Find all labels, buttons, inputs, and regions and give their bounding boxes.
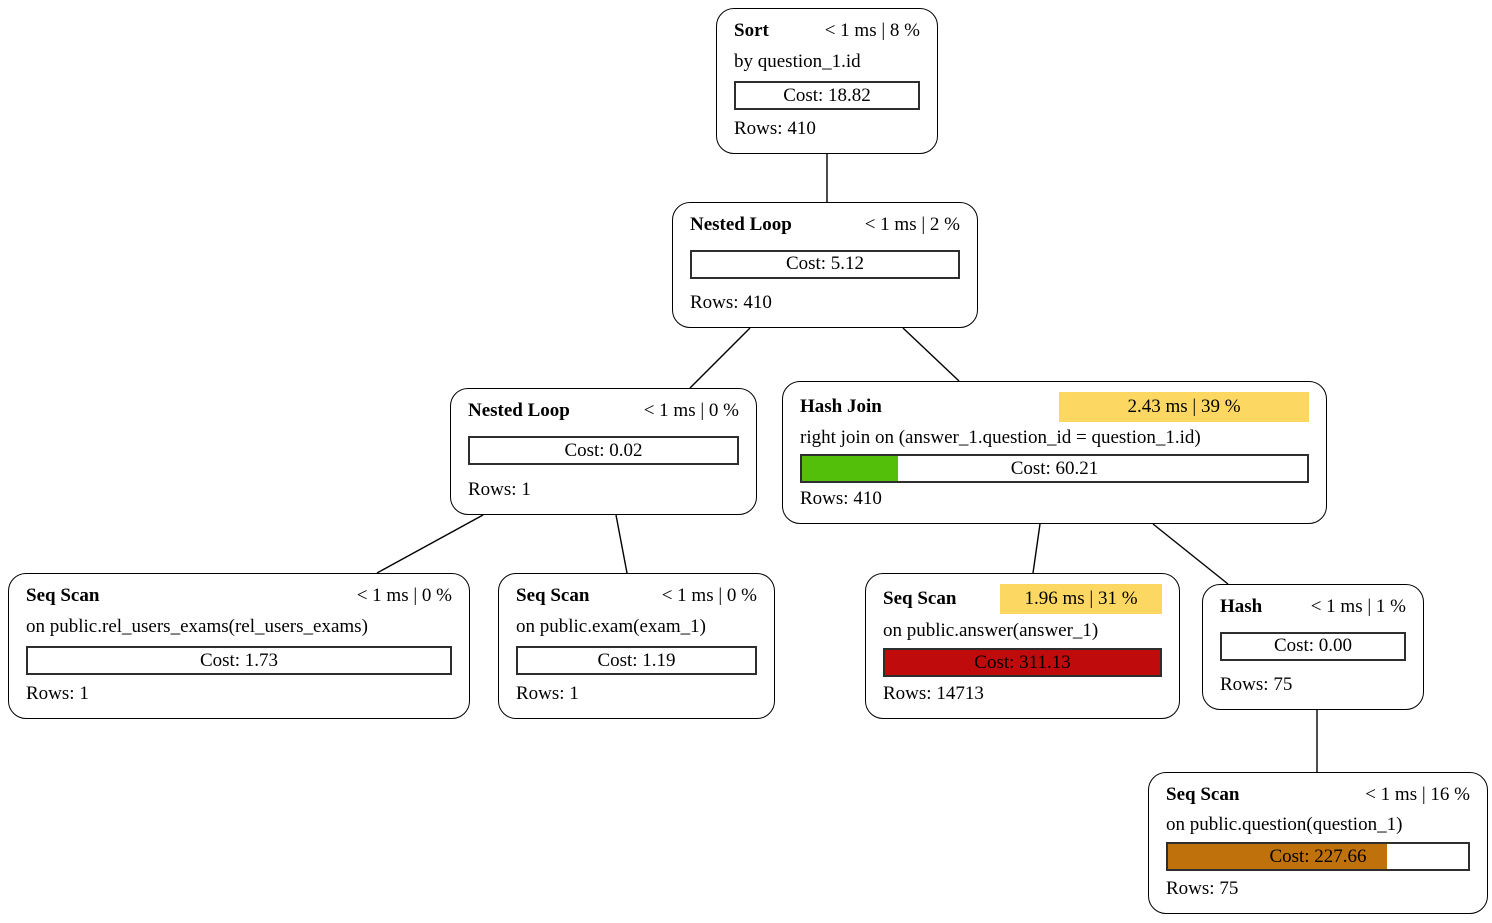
node-time: < 1 ms | 8 % [824,20,920,41]
cost-label: Cost: 1.19 [597,649,676,671]
node-rows: Rows: 14713 [883,683,984,705]
node-title: Hash Join [800,396,882,417]
node-title: Seq Scan [516,585,590,606]
plan-node-seq-scan-rel-users-exams: Seq Scan < 1 ms | 0 % on public.rel_user… [8,573,470,719]
node-rows: Rows: 75 [1166,878,1239,900]
node-detail: by question_1.id [734,51,861,72]
cost-fill [1168,844,1387,870]
cost-bar: Cost: 1.73 [26,646,452,675]
cost-bar: Cost: 60.21 [800,454,1309,483]
node-title-row: Seq Scan < 1 ms | 0 % [26,584,452,608]
node-time: < 1 ms | 1 % [1310,596,1406,617]
node-title-row: Nested Loop < 1 ms | 2 % [690,213,960,237]
node-title: Sort [734,20,769,41]
cost-label: Cost: 0.02 [564,439,643,461]
node-title-row: Seq Scan < 1 ms | 0 % [516,584,757,608]
edge-hashjoin-hash [1152,523,1229,585]
node-rows: Rows: 1 [26,683,89,705]
plan-node-sort: Sort < 1 ms | 8 % by question_1.id Cost:… [716,8,938,154]
node-time: < 1 ms | 0 % [356,585,452,606]
cost-bar: Cost: 5.12 [690,249,960,279]
cost-label: Cost: 18.82 [783,84,871,106]
plan-node-hash: Hash < 1 ms | 1 % Cost: 0.00 Rows: 75 [1202,584,1424,710]
node-rows: Rows: 410 [690,292,772,314]
cost-label: Cost: 227.66 [1269,845,1367,867]
edge-hashjoin-answer [1032,523,1041,574]
cost-label: Cost: 0.00 [1273,635,1353,657]
plan-node-hash-join: Hash Join 2.43 ms | 39 % right join on (… [782,381,1327,524]
node-detail: on public.exam(exam_1) [516,616,706,637]
edge-nestedloop1-hashjoin [902,327,960,382]
node-title: Nested Loop [468,400,570,421]
node-detail: on public.question(question_1) [1166,813,1403,835]
node-rows: Rows: 75 [1220,674,1293,696]
node-time: < 1 ms | 16 % [1365,784,1470,805]
cost-label: Cost: 5.12 [785,253,865,275]
plan-node-seq-scan-question: Seq Scan < 1 ms | 16 % on public.questio… [1148,772,1488,914]
edge-nestedloop2-exam [615,514,628,574]
cost-bar: Cost: 227.66 [1166,842,1470,872]
plan-node-nested-loop-1: Nested Loop < 1 ms | 2 % Cost: 5.12 Rows… [672,202,978,328]
node-title-row: Hash Join 2.43 ms | 39 % [800,392,1309,422]
node-time: < 1 ms | 0 % [643,400,739,421]
cost-bar: Cost: 311.13 [883,648,1162,677]
node-title-row: Sort < 1 ms | 8 % [734,19,920,43]
node-title-row: Seq Scan < 1 ms | 16 % [1166,783,1470,807]
node-detail: on public.answer(answer_1) [883,620,1099,641]
cost-fill [802,456,898,481]
node-title-row: Hash < 1 ms | 1 % [1220,595,1406,619]
node-title: Seq Scan [1166,784,1240,805]
cost-bar: Cost: 1.19 [516,646,757,675]
node-rows: Rows: 410 [800,488,882,510]
edge-nestedloop1-nestedloop2 [689,327,751,389]
cost-fill [885,650,1160,675]
plan-node-nested-loop-2: Nested Loop < 1 ms | 0 % Cost: 0.02 Rows… [450,388,757,515]
cost-label: Cost: 60.21 [1010,457,1099,479]
node-time: < 1 ms | 0 % [661,585,757,606]
cost-label: Cost: 1.73 [199,649,279,671]
node-detail: on public.rel_users_exams(rel_users_exam… [26,616,368,637]
node-title: Seq Scan [883,588,957,609]
edge-nestedloop2-relusersexams [376,514,484,574]
node-title: Nested Loop [690,214,792,235]
node-title-row: Seq Scan 1.96 ms | 31 % [883,584,1162,614]
plan-node-seq-scan-exam: Seq Scan < 1 ms | 0 % on public.exam(exa… [498,573,775,719]
cost-label: Cost: 311.13 [974,651,1071,673]
node-title-row: Nested Loop < 1 ms | 0 % [468,399,739,423]
node-rows: Rows: 410 [734,118,816,140]
cost-bar: Cost: 18.82 [734,81,920,110]
cost-bar: Cost: 0.02 [468,436,739,465]
node-time: 2.43 ms | 39 % [1059,392,1309,422]
plan-node-seq-scan-answer: Seq Scan 1.96 ms | 31 % on public.answer… [865,573,1180,719]
node-title: Hash [1220,596,1263,617]
node-time: < 1 ms | 2 % [864,214,960,235]
node-title: Seq Scan [26,585,100,606]
node-rows: Rows: 1 [516,683,579,705]
node-rows: Rows: 1 [468,479,531,501]
node-detail: right join on (answer_1.question_id = qu… [800,427,1201,448]
node-time: 1.96 ms | 31 % [1000,584,1162,614]
cost-bar: Cost: 0.00 [1220,631,1406,661]
